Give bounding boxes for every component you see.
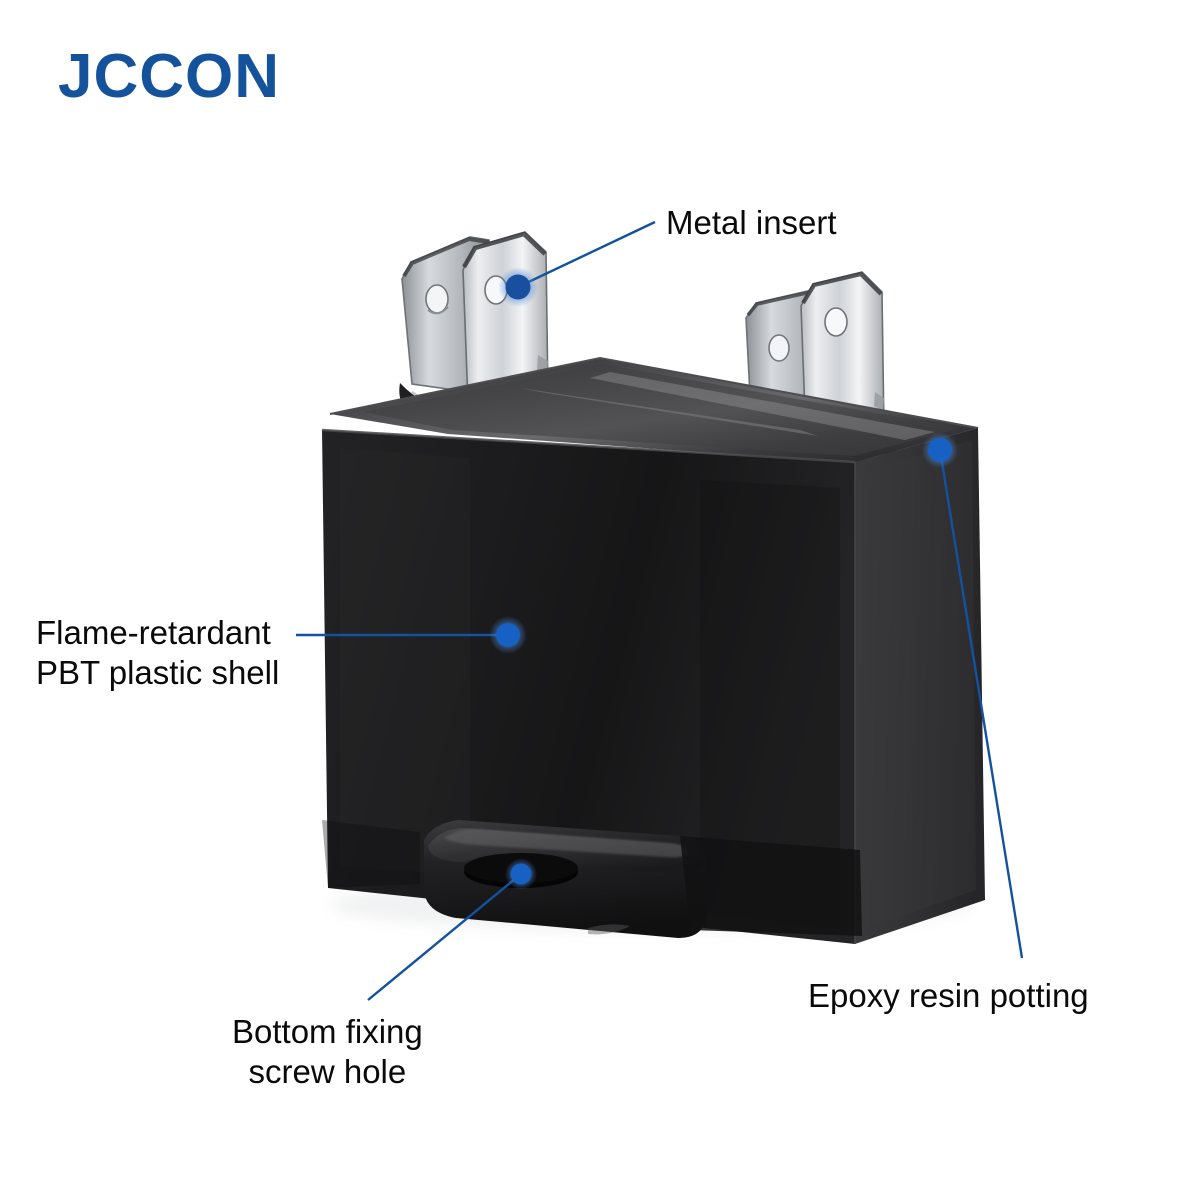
- callout-label-metal-insert: Metal insert: [666, 204, 837, 241]
- callout-label-bottom-fixing-screw-hole: Bottom fixing screw hole: [232, 1013, 423, 1091]
- callout-label-epoxy-resin-potting: Epoxy resin potting: [808, 977, 1089, 1014]
- brand-logo: JCCON: [58, 42, 281, 111]
- epoxy-resin-top-face: [329, 356, 979, 463]
- callout-label-flame-retardant-shell: Flame-retardant PBT plastic shell: [36, 614, 280, 692]
- shell-front-face: [322, 430, 855, 944]
